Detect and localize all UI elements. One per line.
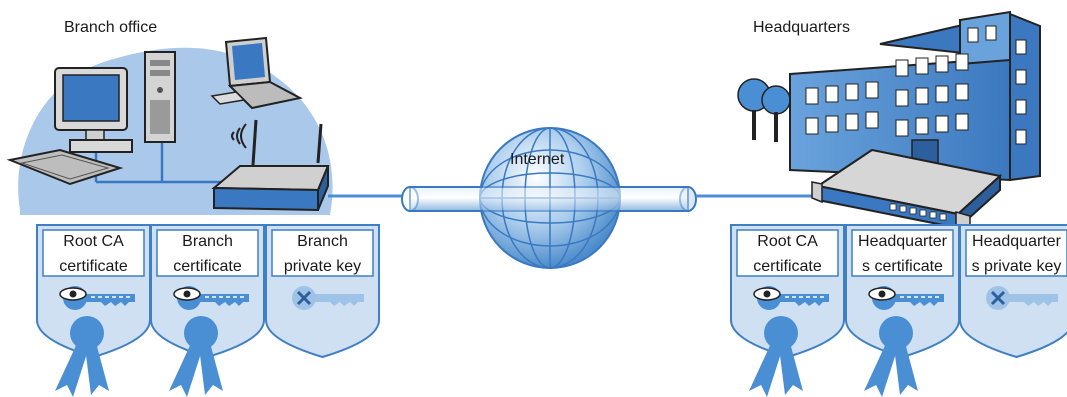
certificate-card: Branch private key	[265, 224, 380, 359]
card-title-line2: s certificate	[862, 258, 943, 275]
card-title-line1: Branch	[182, 233, 233, 250]
private-key-icon	[986, 286, 1058, 310]
eye-key-icon	[59, 286, 135, 310]
certificate-card: Root CA certificate	[730, 224, 845, 397]
private-key-icon	[292, 286, 364, 310]
certificate-card: Headquarter s certificate	[845, 224, 960, 397]
wifi-signal-icon	[231, 123, 247, 149]
card-title-line2: private key	[284, 258, 361, 275]
laptop-icon	[210, 36, 303, 110]
tower-server-icon	[144, 51, 176, 143]
eye-key-icon	[753, 286, 829, 310]
desktop-computer-icon	[6, 67, 133, 186]
headquarters-router-icon	[811, 148, 1003, 233]
card-label-box	[736, 229, 839, 277]
ribbon-seal-icon	[749, 316, 803, 397]
ribbon-seal-icon	[864, 316, 918, 397]
branch-router-icon	[211, 119, 330, 212]
ribbon-seal-icon	[55, 316, 109, 397]
card-label-box	[965, 229, 1067, 277]
card-title-line1: Headquarter	[972, 233, 1062, 250]
card-title-line1: Root CA	[63, 233, 124, 250]
card-label-box	[851, 229, 954, 277]
ribbon-seal-icon	[169, 316, 223, 397]
card-title-line1: Headquarter	[858, 233, 948, 250]
certificate-card: Headquarter s private key	[959, 224, 1067, 359]
headquarters-title: Headquarters	[753, 19, 850, 36]
branch-certificate-cards: Root CAcertificateBranchcertificateBranc…	[36, 224, 380, 397]
card-title-line1: Root CA	[757, 233, 818, 250]
internet-globe-icon	[409, 127, 689, 269]
card-label-box	[271, 229, 374, 277]
internet-label: Internet	[510, 151, 565, 168]
branch-office-title: Branch office	[64, 19, 157, 36]
headquarters-certificate-cards: Root CA certificate Headquarter s certifica…	[730, 224, 1067, 397]
card-label-box	[42, 229, 145, 277]
card-title-line2: s private key	[972, 258, 1062, 275]
card-title-line2: certificate	[59, 258, 128, 275]
card-title-line2: certificate	[753, 258, 822, 275]
eye-key-icon	[173, 286, 249, 310]
headquarters-building-icon	[737, 10, 1041, 182]
card-title-line1: Branch	[297, 233, 348, 250]
certificate-card: Branch certificate	[150, 224, 265, 397]
card-title-line2: certificate	[173, 258, 242, 275]
certificate-card: Root CA certificate	[36, 224, 151, 397]
card-label-box	[156, 229, 259, 277]
eye-key-icon	[868, 286, 944, 310]
